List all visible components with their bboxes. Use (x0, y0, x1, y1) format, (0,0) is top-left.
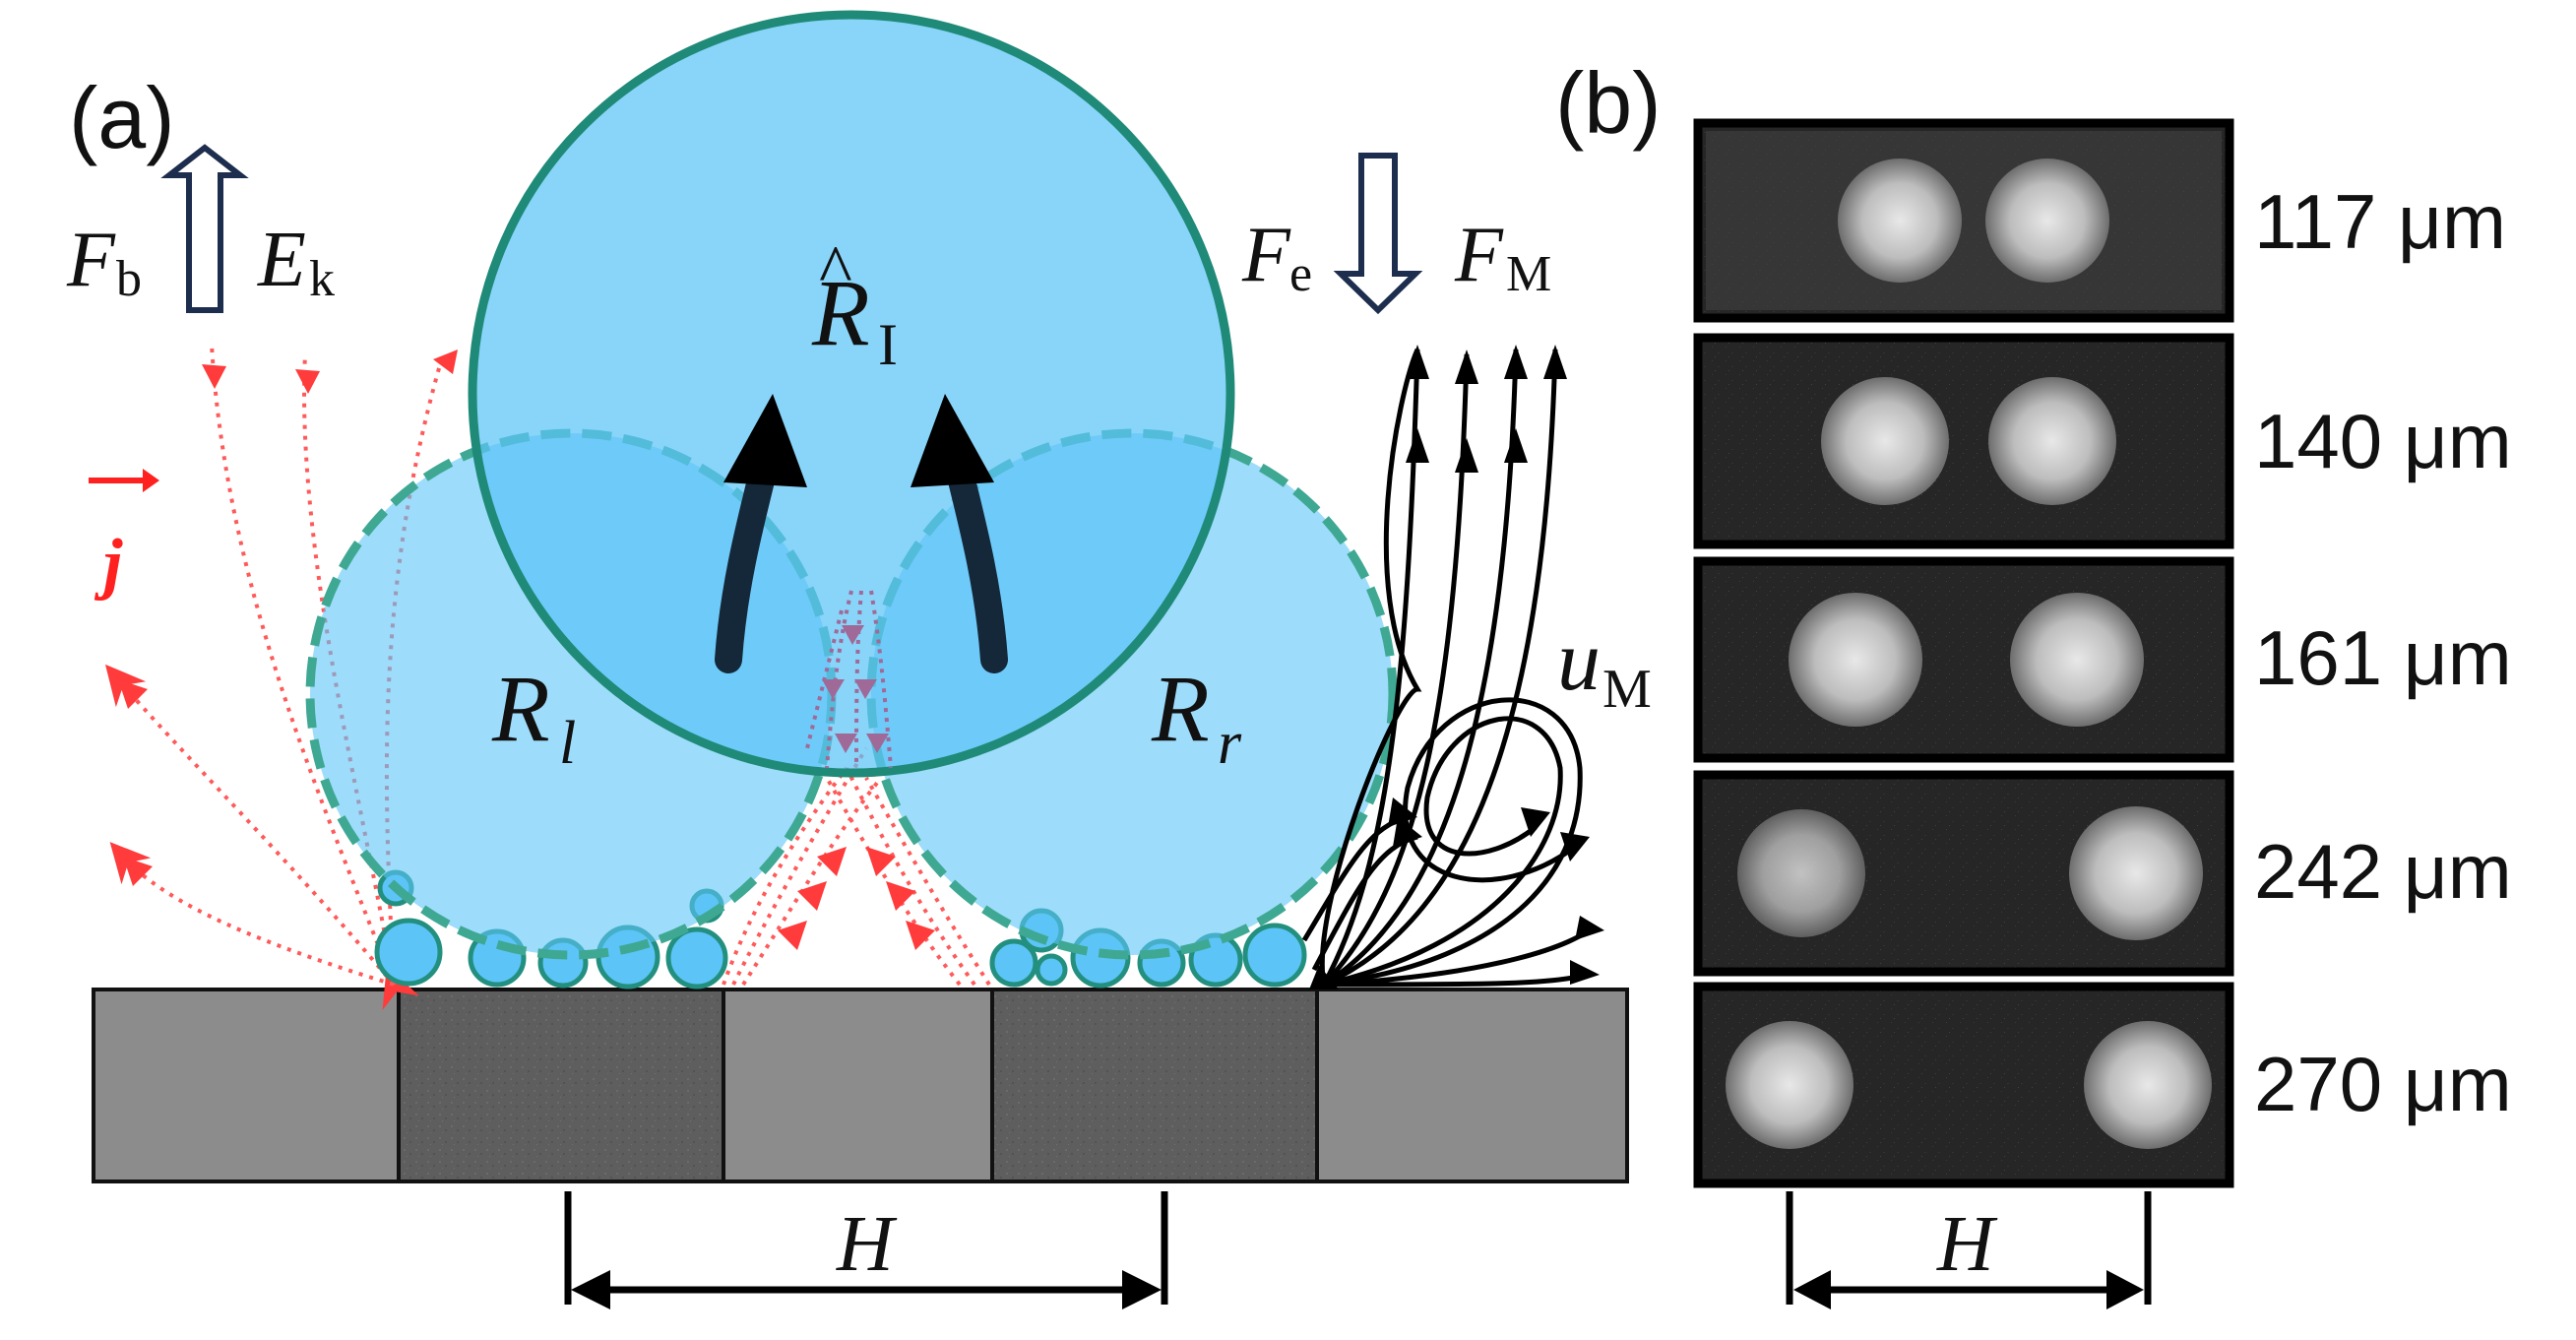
label-h-b: H (1936, 1201, 1998, 1288)
label-ri-hat: ^ (819, 230, 852, 309)
symbol-j: j (94, 526, 123, 602)
current-arrow-icon (89, 469, 159, 492)
symbol-f-sub-b: b (116, 251, 142, 307)
gap-label-5: 270 μm (2254, 1041, 2512, 1127)
gap-dimension-a (564, 1191, 1168, 1309)
micrograph-242 (1693, 770, 2234, 977)
symbol-e: E (257, 217, 306, 303)
label-rl: R (491, 656, 550, 761)
gap-label-1: 117 μm (2254, 178, 2506, 265)
label-ri: R (811, 260, 870, 365)
symbol-fe-sub: e (1289, 246, 1312, 302)
micrograph-117 (1693, 118, 2234, 323)
current-arrowheads (118, 350, 935, 950)
panel-a-label: (a) (69, 69, 175, 166)
symbol-fm: F (1454, 212, 1504, 298)
down-arrow-icon (1333, 153, 1423, 315)
micrograph-161 (1693, 556, 2234, 763)
micrograph-140 (1693, 333, 2234, 549)
current-field-lines (104, 344, 991, 1010)
symbol-fm-sub: M (1506, 246, 1551, 302)
flow-arrowheads (1309, 345, 1604, 989)
label-h-a: H (836, 1201, 898, 1288)
label-rr-sub: r (1218, 710, 1242, 777)
up-arrow-icon (160, 144, 249, 313)
symbol-u: u (1557, 613, 1601, 709)
gap-arrowheads (822, 625, 889, 753)
panel-a: (a) F b E k F e F M j (66, 10, 1652, 1309)
gap-label-2: 140 μm (2254, 398, 2512, 484)
label-rl-sub: l (559, 710, 576, 777)
symbol-e-sub-k: k (309, 251, 335, 307)
micrograph-270 (1693, 982, 2234, 1188)
rise-arrow-right-icon (911, 394, 1008, 673)
electrode (92, 988, 1629, 1183)
gap-label-3: 161 μm (2254, 614, 2512, 701)
symbol-fe: F (1241, 212, 1291, 298)
label-rr: R (1151, 656, 1210, 761)
panel-b: (b) 117 (1555, 54, 2512, 1309)
gap-dimension-b (1786, 1191, 2152, 1309)
label-ri-sub: I (878, 312, 898, 377)
gap-label-4: 242 μm (2254, 828, 2512, 915)
symbol-u-sub: M (1602, 659, 1652, 720)
rise-arrow-left-icon (715, 394, 807, 673)
merged-bubble (468, 10, 1235, 778)
panel-b-label: (b) (1555, 54, 1662, 152)
symbol-f: F (66, 217, 116, 303)
flow-streamlines (1301, 348, 1597, 988)
